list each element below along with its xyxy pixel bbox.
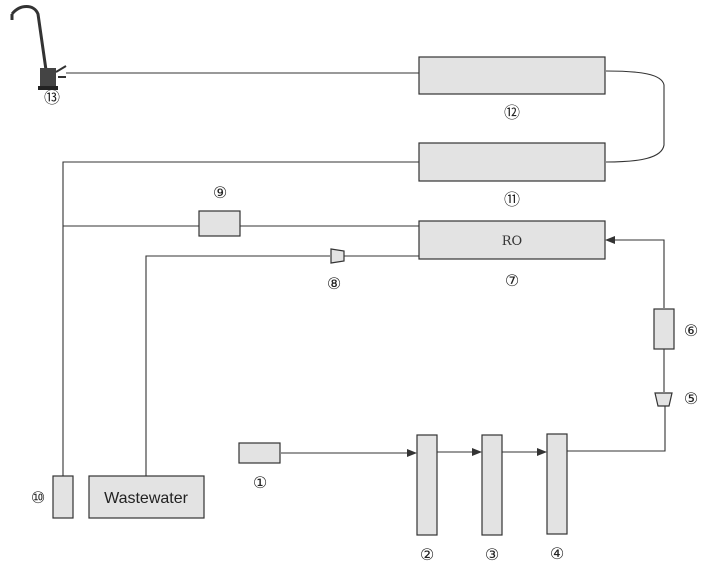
component-1-box xyxy=(238,442,281,464)
pipe-4-to-5 xyxy=(567,406,666,452)
label-3: ③ xyxy=(485,545,499,564)
component-10-tank xyxy=(52,475,74,519)
pipe-8-to-wastewater xyxy=(145,255,330,476)
component-8-valve xyxy=(330,248,345,264)
label-12: ⑫ xyxy=(504,103,520,122)
component-5-valve xyxy=(654,392,673,407)
label-11: ⑪ xyxy=(504,190,520,209)
wastewater-label: Wastewater xyxy=(104,490,189,507)
faucet-icon xyxy=(10,5,67,90)
label-7: ⑦ xyxy=(505,271,519,290)
wastewater-box xyxy=(88,475,205,519)
component-12-box xyxy=(418,56,606,95)
component-9-box xyxy=(198,210,241,237)
component-4-box xyxy=(546,433,568,535)
label-1: ① xyxy=(253,473,267,492)
pipe-11-to-12 xyxy=(605,70,665,163)
label-6: ⑥ xyxy=(684,321,698,340)
label-5: ⑤ xyxy=(684,389,698,408)
ro-label: RO xyxy=(502,234,522,249)
label-13: ⑬ xyxy=(44,88,60,107)
pipe-6-to-ro xyxy=(605,236,665,308)
label-8: ⑧ xyxy=(327,274,341,293)
component-7-ro-box xyxy=(418,220,606,260)
component-2-box xyxy=(416,434,438,536)
number-labels: ① ② ③ ④ ⑤ ⑥ ⑦ ⑧ ⑨ ⑩ ⑪ ⑫ ⑬ xyxy=(31,88,698,564)
component-6-box xyxy=(653,308,675,350)
label-10: ⑩ xyxy=(31,488,45,507)
label-9: ⑨ xyxy=(213,183,227,202)
component-11-box xyxy=(418,142,606,182)
pipe-11-to-tank xyxy=(62,161,419,476)
component-3-box xyxy=(481,434,503,536)
components xyxy=(52,56,675,536)
label-4: ④ xyxy=(550,544,564,563)
label-2: ② xyxy=(420,545,434,564)
pipes xyxy=(62,70,666,476)
